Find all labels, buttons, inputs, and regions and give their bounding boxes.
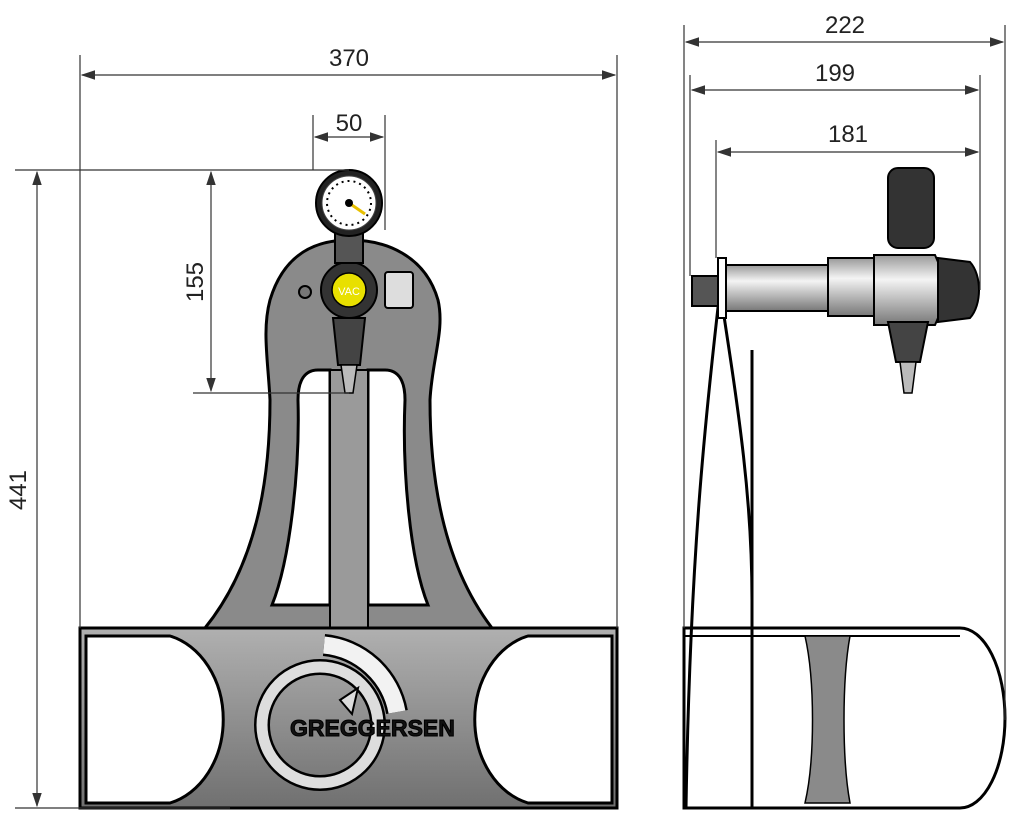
front-view: GREGGERSEN VAC — [78, 169, 619, 810]
side-screw — [298, 285, 312, 299]
arch-window-right — [366, 368, 431, 607]
fitting — [384, 271, 414, 309]
dim-370: 370 — [329, 45, 369, 72]
vac-knob — [331, 272, 367, 308]
logo-text: GREGGERSEN — [290, 715, 455, 741]
side-arm-tube — [725, 264, 832, 312]
side-gauge — [887, 167, 935, 249]
vac-label: VAC — [338, 286, 360, 298]
dim-199: 199 — [815, 60, 855, 87]
dim-50: 50 — [336, 110, 363, 137]
side-frame-curve — [684, 289, 754, 809]
dim-181: 181 — [828, 121, 868, 148]
outlet-nozzle — [331, 317, 367, 366]
front-dimensions: 370 50 155 441 — [5, 45, 618, 809]
side-base-band — [804, 635, 851, 804]
greggersen-logo: GREGGERSEN — [254, 634, 455, 791]
side-view — [682, 167, 1007, 810]
center-post — [329, 369, 369, 629]
arch-window-left — [269, 368, 332, 607]
side-dimensions: 222 199 181 — [683, 12, 1006, 720]
dim-155: 155 — [182, 262, 209, 302]
base-capsule-left — [84, 634, 225, 805]
dim-222: 222 — [825, 12, 865, 39]
side-knob — [937, 256, 980, 324]
dim-441: 441 — [5, 470, 32, 510]
base-capsule-right — [473, 634, 614, 805]
pressure-gauge-icon — [315, 169, 383, 237]
